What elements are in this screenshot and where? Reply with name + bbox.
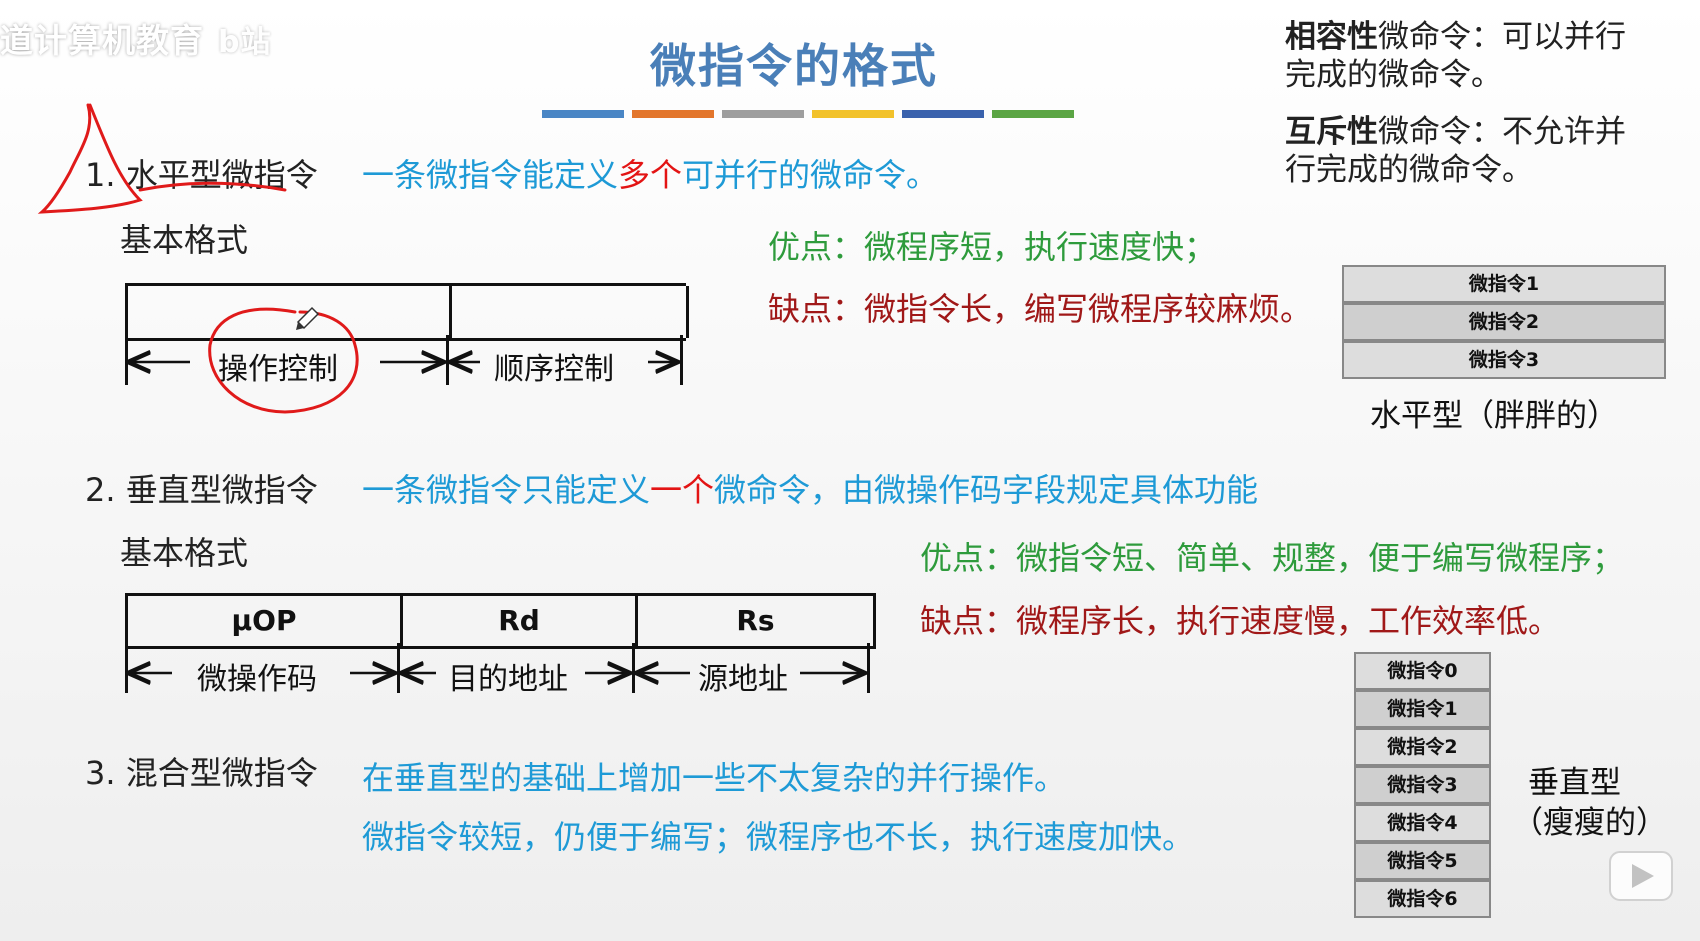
color-bar-6 <box>992 110 1074 118</box>
field-label-src: 源地址 <box>698 662 788 697</box>
field-sequence-control: 顺序控制 <box>494 352 614 387</box>
watermark-logo: b站 <box>218 25 272 60</box>
vertical-format-divider-1 <box>400 596 403 646</box>
field-rs: Rs <box>736 604 775 637</box>
vertical-stack-row: 微指令2 <box>1354 728 1491 766</box>
note-compatible-term: 相容性 <box>1285 19 1378 55</box>
vertical-stack-row: 微指令0 <box>1354 652 1491 690</box>
vertical-stack-row: 微指令3 <box>1354 766 1491 804</box>
vertical-tick-2 <box>397 643 400 693</box>
color-bar-1 <box>542 110 624 118</box>
page-title: 微指令的格式 <box>650 39 938 93</box>
horizontal-stack-row: 微指令3 <box>1342 341 1666 379</box>
horizontal-desc-post: 可并行的微命令。 <box>682 156 939 194</box>
vertical-format-divider-2 <box>635 596 638 646</box>
vertical-format-box: μOP Rd Rs <box>125 593 876 649</box>
horizontal-desc-highlight: 多个 <box>618 156 683 194</box>
mixed-line-1: 在垂直型的基础上增加一些不太复杂的并行操作。 <box>362 759 1067 797</box>
horizontal-stack-row: 微指令1 <box>1342 265 1666 303</box>
note-exclusive: 互斥性微命令：不允许并行完成的微命令。 <box>1285 113 1630 189</box>
horizontal-format-divider <box>449 286 452 338</box>
horizontal-desc-pre: 一条微指令能定义 <box>362 156 619 194</box>
vertical-heading: 2. 垂直型微指令 <box>85 471 318 509</box>
vertical-desc-highlight: 一个 <box>650 471 715 509</box>
vertical-stack-row: 微指令1 <box>1354 690 1491 728</box>
horizontal-con: 缺点：微指令长，编写微程序较麻烦。 <box>768 290 1313 328</box>
vertical-stack-caption-1: 垂直型 <box>1528 765 1621 801</box>
horizontal-tick-mid <box>446 335 449 385</box>
note-compatible: 相容性微命令：可以并行完成的微命令。 <box>1285 18 1630 94</box>
vertical-stack-row: 微指令6 <box>1354 880 1491 918</box>
note-compatible-text: 微命令：可以并行完成的微命令。 <box>1285 19 1626 93</box>
watermark-text: 道计算机教育 <box>0 21 204 60</box>
vertical-stack-caption-2: （瘦瘦的） <box>1512 805 1667 841</box>
vertical-tick-1 <box>125 643 128 693</box>
horizontal-format-box <box>125 283 689 341</box>
field-operation-control: 操作控制 <box>218 352 338 387</box>
video-play-icon <box>1609 851 1673 901</box>
vertical-con: 缺点：微程序长，执行速度慢，工作效率低。 <box>920 602 1561 640</box>
vertical-description: 一条微指令只能定义一个微命令，由微操作码字段规定具体功能 <box>362 465 1258 511</box>
horizontal-format-right-edge <box>686 286 689 338</box>
watermark: 道计算机教育 b站 <box>0 14 271 62</box>
horizontal-basic-format: 基本格式 <box>120 221 249 259</box>
note-exclusive-term: 互斥性 <box>1285 114 1378 150</box>
horizontal-tick-left <box>125 335 128 385</box>
color-bar-5 <box>902 110 984 118</box>
vertical-stack: 微指令0 微指令1 微指令2 微指令3 微指令4 微指令5 微指令6 <box>1354 652 1491 918</box>
vertical-tick-3 <box>632 643 635 693</box>
horizontal-pro: 优点：微程序短，执行速度快； <box>768 228 1217 266</box>
horizontal-stack-caption: 水平型（胖胖的） <box>1370 398 1618 434</box>
horizontal-stack-row: 微指令2 <box>1342 303 1666 341</box>
vertical-desc-pre: 一条微指令只能定义 <box>362 471 651 509</box>
field-rd: Rd <box>498 604 540 637</box>
note-exclusive-text: 微命令：不允许并行完成的微命令。 <box>1285 114 1626 188</box>
field-label-opcode: 微操作码 <box>197 662 317 697</box>
color-bar-3 <box>722 110 804 118</box>
color-bar-4 <box>812 110 894 118</box>
mixed-heading: 3. 混合型微指令 <box>85 754 318 792</box>
vertical-desc-post: 微命令，由微操作码字段规定具体功能 <box>714 471 1259 509</box>
color-bar-2 <box>632 110 714 118</box>
mixed-line-2: 微指令较短，仍便于编写；微程序也不长，执行速度加快。 <box>362 818 1195 856</box>
vertical-pro: 优点：微指令短、简单、规整，便于编写微程序； <box>920 539 1625 577</box>
vertical-tick-4 <box>867 643 870 693</box>
field-uop: μOP <box>231 604 297 637</box>
vertical-stack-row: 微指令4 <box>1354 804 1491 842</box>
horizontal-stack: 微指令1 微指令2 微指令3 <box>1342 265 1666 379</box>
horizontal-description: 一条微指令能定义多个可并行的微命令。 <box>362 150 938 196</box>
horizontal-tick-right <box>680 335 683 385</box>
field-label-dest: 目的地址 <box>448 662 568 697</box>
horizontal-heading: 1. 水平型微指令 <box>85 156 318 194</box>
vertical-stack-row: 微指令5 <box>1354 842 1491 880</box>
vertical-basic-format: 基本格式 <box>120 534 249 572</box>
